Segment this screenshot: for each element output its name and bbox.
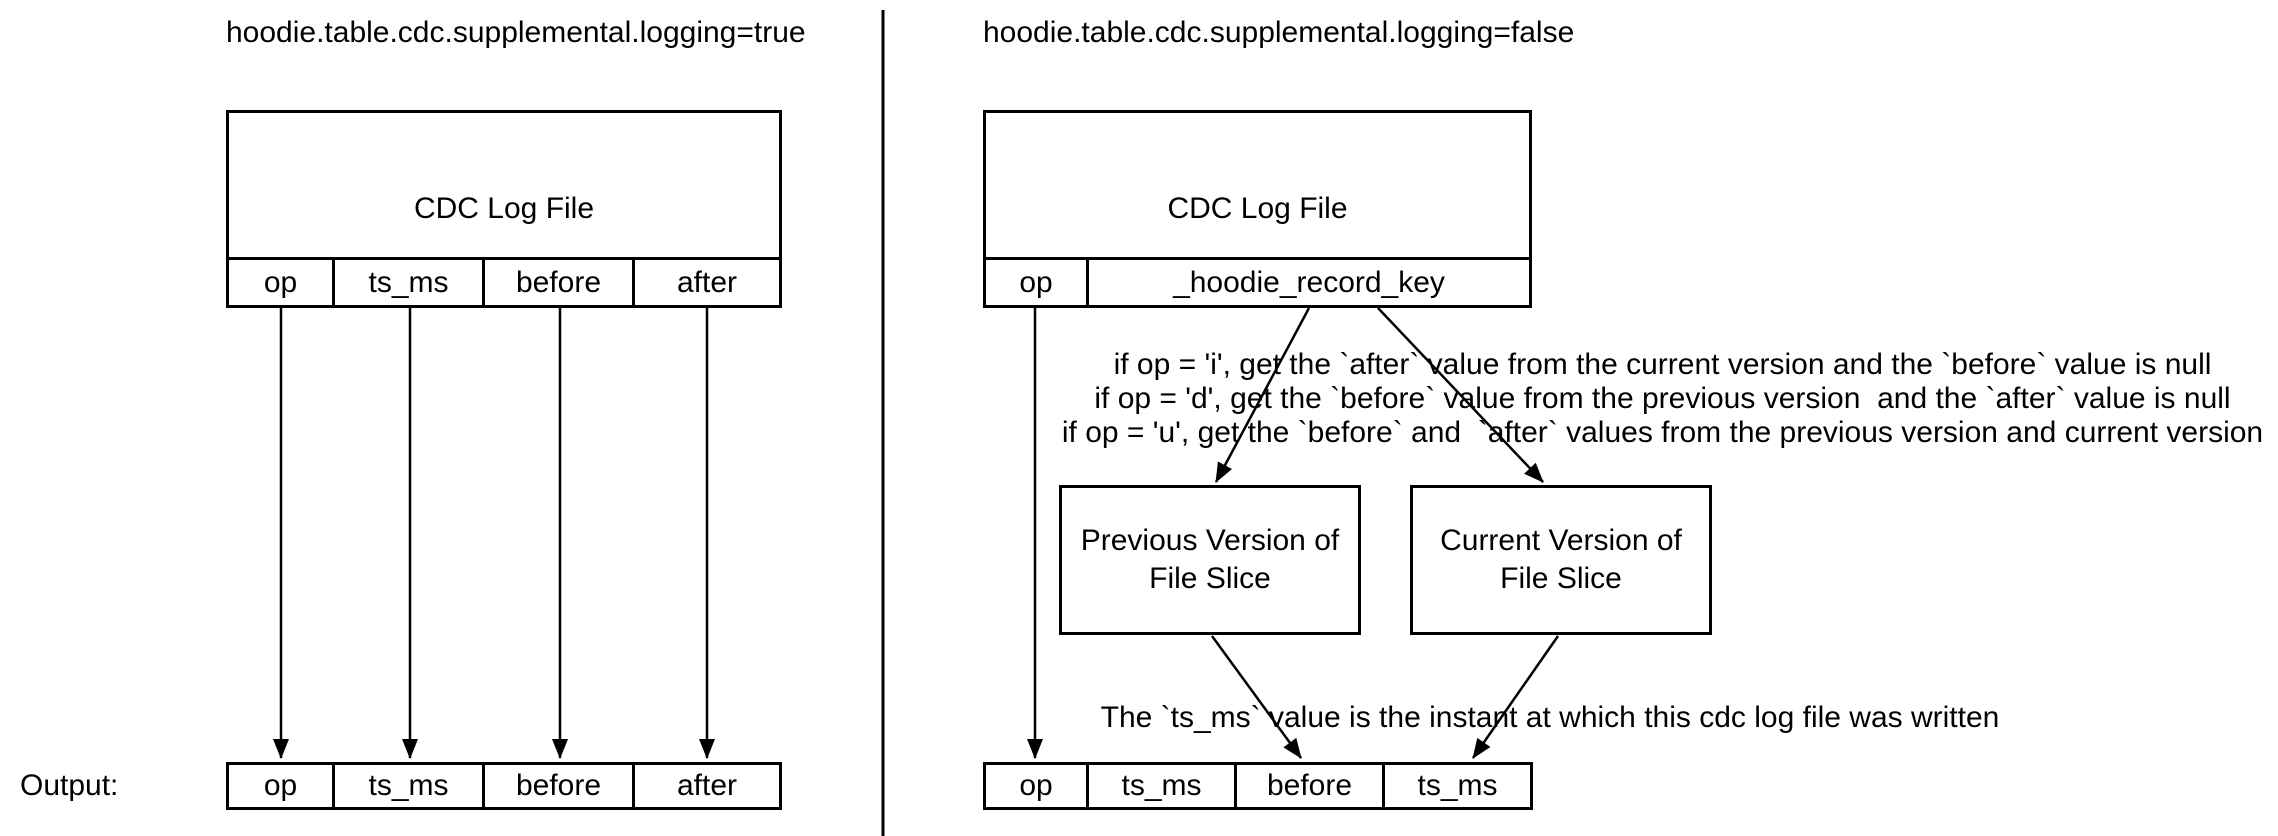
previous-version-box: Previous Version of File Slice bbox=[1059, 485, 1361, 635]
column-cell-op: op bbox=[986, 260, 1089, 305]
current-version-box: Current Version of File Slice bbox=[1410, 485, 1712, 635]
column-cell-hoodie-record-key: _hoodie_record_key bbox=[1173, 265, 1445, 299]
arrow-previous-version-to-before-cell bbox=[1210, 635, 1303, 759]
left-cdc-log-file-label: CDC Log File bbox=[413, 192, 595, 225]
previous-version-label-line2: File Slice bbox=[1149, 562, 1271, 595]
output-cell-ts-ms: ts_ms bbox=[1089, 765, 1237, 807]
left-cdc-log-file-box: CDC Log File op ts_ms before after bbox=[226, 110, 782, 308]
column-cell-op: op bbox=[229, 260, 335, 305]
arrow-record-key-to-previous-version bbox=[1214, 307, 1311, 483]
current-version-label-line2: File Slice bbox=[1500, 562, 1622, 595]
right-panel-title: hoodie.table.cdc.supplemental.logging=fa… bbox=[983, 16, 1575, 49]
column-cell-before: before bbox=[485, 260, 635, 305]
arrow-record-key-to-current-version bbox=[1377, 307, 1544, 483]
right-cdc-log-file-box: CDC Log File op _hoodie_record_key bbox=[983, 110, 1532, 308]
left-cdc-header-row: op ts_ms before after bbox=[229, 257, 779, 305]
output-cell-op: op bbox=[986, 765, 1089, 807]
current-version-label-line1: Current Version of bbox=[1440, 524, 1682, 557]
cdc-rule-line-update: if op = 'u', get the `before` and `after… bbox=[1061, 416, 2264, 449]
arrow-current-version-to-ts-ms-cell bbox=[1471, 635, 1560, 759]
output-cell-after: after bbox=[676, 769, 738, 802]
ts-ms-note: The `ts_ms` value is the instant at whic… bbox=[1100, 701, 2000, 734]
right-cdc-header-row: op _hoodie_record_key bbox=[986, 257, 1529, 305]
right-cdc-log-file-label: CDC Log File bbox=[1167, 192, 1348, 225]
output-cell-ts-ms: ts_ms bbox=[335, 765, 485, 807]
right-output-row: op ts_ms before ts_ms bbox=[983, 762, 1533, 810]
output-cell-before: before bbox=[485, 765, 635, 807]
output-cell-ts-ms-2: ts_ms bbox=[1417, 769, 1498, 802]
left-panel-title: hoodie.table.cdc.supplemental.logging=tr… bbox=[226, 16, 806, 49]
cdc-op-rules-text: if op = 'i', get the `after` value from … bbox=[1045, 348, 2278, 450]
output-cell-before: before bbox=[1237, 765, 1385, 807]
cdc-rule-line-insert: if op = 'i', get the `after` value from … bbox=[1113, 348, 2212, 381]
output-cell-op: op bbox=[229, 765, 335, 807]
cdc-rule-line-delete: if op = 'd', get the `before` value from… bbox=[1094, 382, 2231, 415]
previous-version-label-line1: Previous Version of bbox=[1080, 524, 1340, 557]
column-cell-ts-ms: ts_ms bbox=[335, 260, 485, 305]
left-output-row: op ts_ms before after bbox=[226, 762, 782, 810]
output-label: Output: bbox=[20, 769, 119, 802]
column-cell-after: after bbox=[676, 265, 738, 299]
